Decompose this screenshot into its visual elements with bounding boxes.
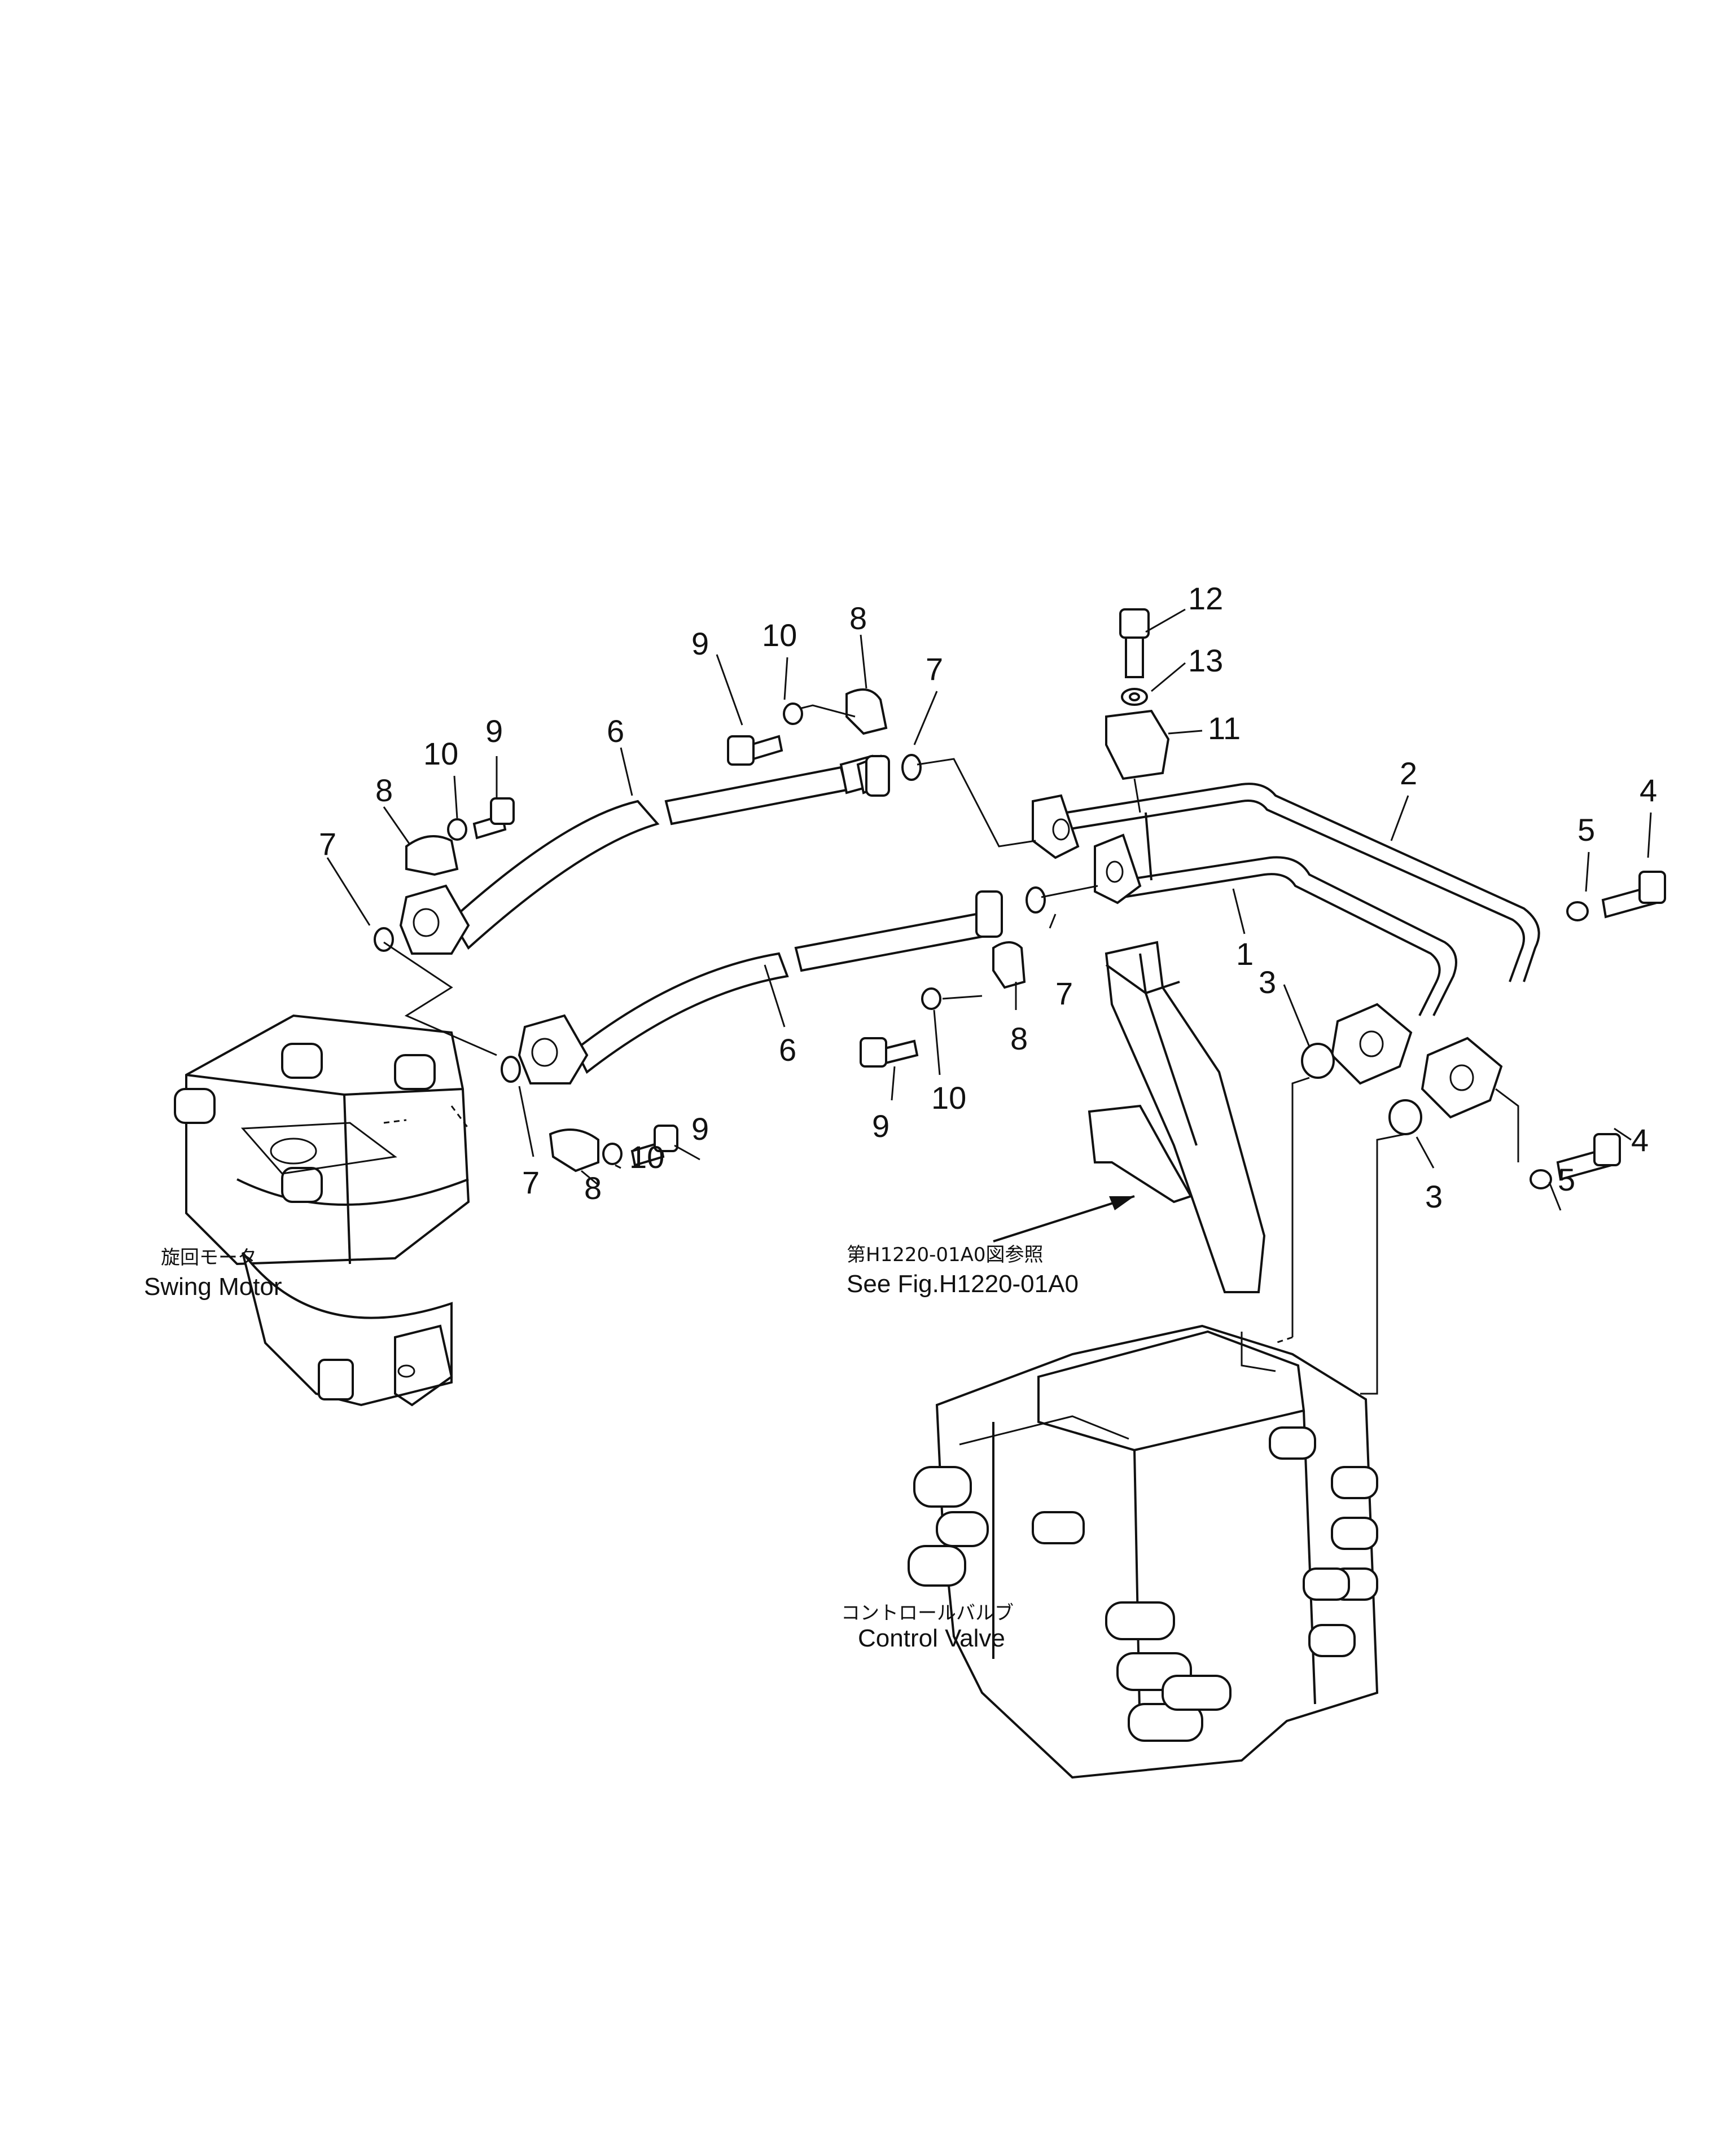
callout-7-lower-left: 7 [522,1165,540,1200]
callout-7-lower-right: 7 [1055,976,1073,1011]
leader-lines [326,608,1652,1395]
control-valve-label-jp: コントロールバルブ [841,1602,1014,1624]
swing-motor-label-jp: 旋回モータ [161,1246,257,1269]
callout-9-upper-left: 9 [485,713,503,749]
callout-10-upper-left: 10 [423,736,458,771]
tube-assembly [1032,709,1540,1119]
callout-9-upper-right: 9 [691,626,709,661]
swing-motor-drawing: 旋回モータ Swing Motor [144,1014,470,1407]
callout-9-lower-left: 9 [691,1111,709,1147]
callout-5-top: 5 [1577,812,1595,848]
callout-8-upper-left: 8 [375,772,393,808]
reference-label-jp: 第H1220-01A0図参照 [847,1244,1044,1266]
callout-5-bottom: 5 [1558,1162,1575,1197]
callout-1: 1 [1236,936,1254,972]
callout-10-upper-right: 10 [762,617,797,653]
callout-labels: 12 13 11 2 1 4 5 3 3 4 5 7 6 8 10 9 7 8 … [319,581,1657,1214]
hose-upper [399,754,890,955]
swing-motor-label: Swing Motor [144,1273,282,1301]
callout-4-bottom: 4 [1631,1122,1649,1158]
callout-4-top: 4 [1640,772,1657,808]
callout-8-upper-right: 8 [849,600,867,636]
callout-6-lower: 6 [779,1032,796,1068]
callout-3-left: 3 [1259,964,1276,1000]
callout-3-right: 3 [1425,1179,1443,1214]
hose-lower [518,890,1003,1084]
callout-7-upper-right: 7 [926,651,943,687]
control-valve-label: Control Valve [858,1624,1005,1652]
reference-label: See Fig.H1220-01A0 [847,1270,1079,1298]
callout-9-lower-right: 9 [872,1108,889,1144]
callout-11: 11 [1208,710,1241,746]
callout-8-lower-right: 8 [1010,1021,1028,1056]
callout-10-lower-left: 10 [629,1139,664,1175]
bracket-drawing: 第H1220-01A0図参照 See Fig.H1220-01A0 [847,941,1266,1298]
callout-8-lower-left: 8 [584,1170,602,1206]
callout-2: 2 [1400,756,1417,791]
callout-6-upper: 6 [607,713,624,749]
callout-13: 13 [1188,643,1223,678]
callout-7-upper-left: 7 [319,826,336,862]
control-valve-drawing: コントロールバルブ Control Valve [841,1324,1379,1779]
callout-12: 12 [1188,581,1223,616]
fasteners [374,608,1666,1189]
callout-10-lower-right: 10 [931,1080,966,1116]
